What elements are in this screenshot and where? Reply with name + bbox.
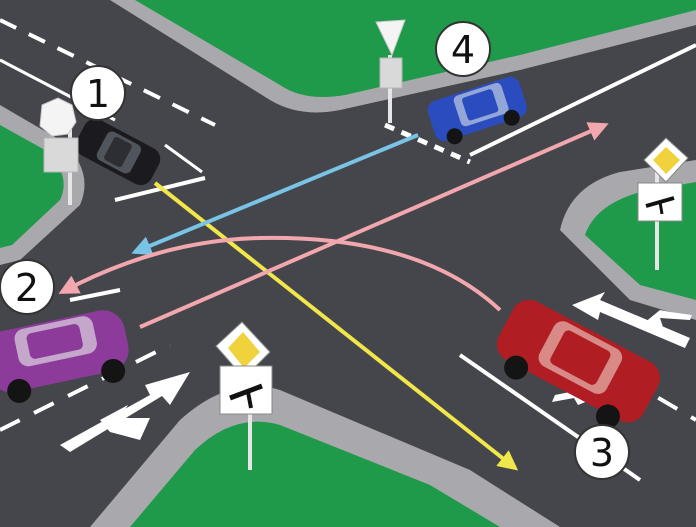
path-car-3-left-turn <box>58 235 502 312</box>
svg-text:1: 1 <box>86 72 110 116</box>
svg-text:3: 3 <box>590 431 614 475</box>
yield-sign <box>375 19 406 123</box>
vehicle-label-2: 2 <box>0 259 55 315</box>
path-car-4-straight <box>131 133 419 256</box>
corner-top-right <box>110 0 696 113</box>
car-icon <box>0 76 661 429</box>
svg-text:2: 2 <box>15 266 39 310</box>
traffic-paths <box>58 122 609 471</box>
vehicle-label-1: 1 <box>70 65 126 121</box>
lane-arrow-straight-left-1 <box>572 292 690 348</box>
path-car-1-straight <box>153 181 519 471</box>
vehicle-label-4: 4 <box>435 21 491 77</box>
priority-road-sign <box>637 137 689 270</box>
path-car-2-straight <box>139 122 609 329</box>
svg-text:4: 4 <box>451 28 475 72</box>
octagon-sign-icon <box>39 97 77 137</box>
lane-arrow-straight-left-2 <box>638 310 692 330</box>
priority-road-sign-front <box>215 321 273 470</box>
stop-sign <box>39 97 79 205</box>
lane-arrow-straight-right <box>60 372 190 452</box>
vehicle-label-3: 3 <box>574 424 630 480</box>
corner-bottom <box>90 386 560 527</box>
lane-arrow-turn-right <box>100 405 150 440</box>
inverted-triangle-sign-icon <box>375 19 406 57</box>
